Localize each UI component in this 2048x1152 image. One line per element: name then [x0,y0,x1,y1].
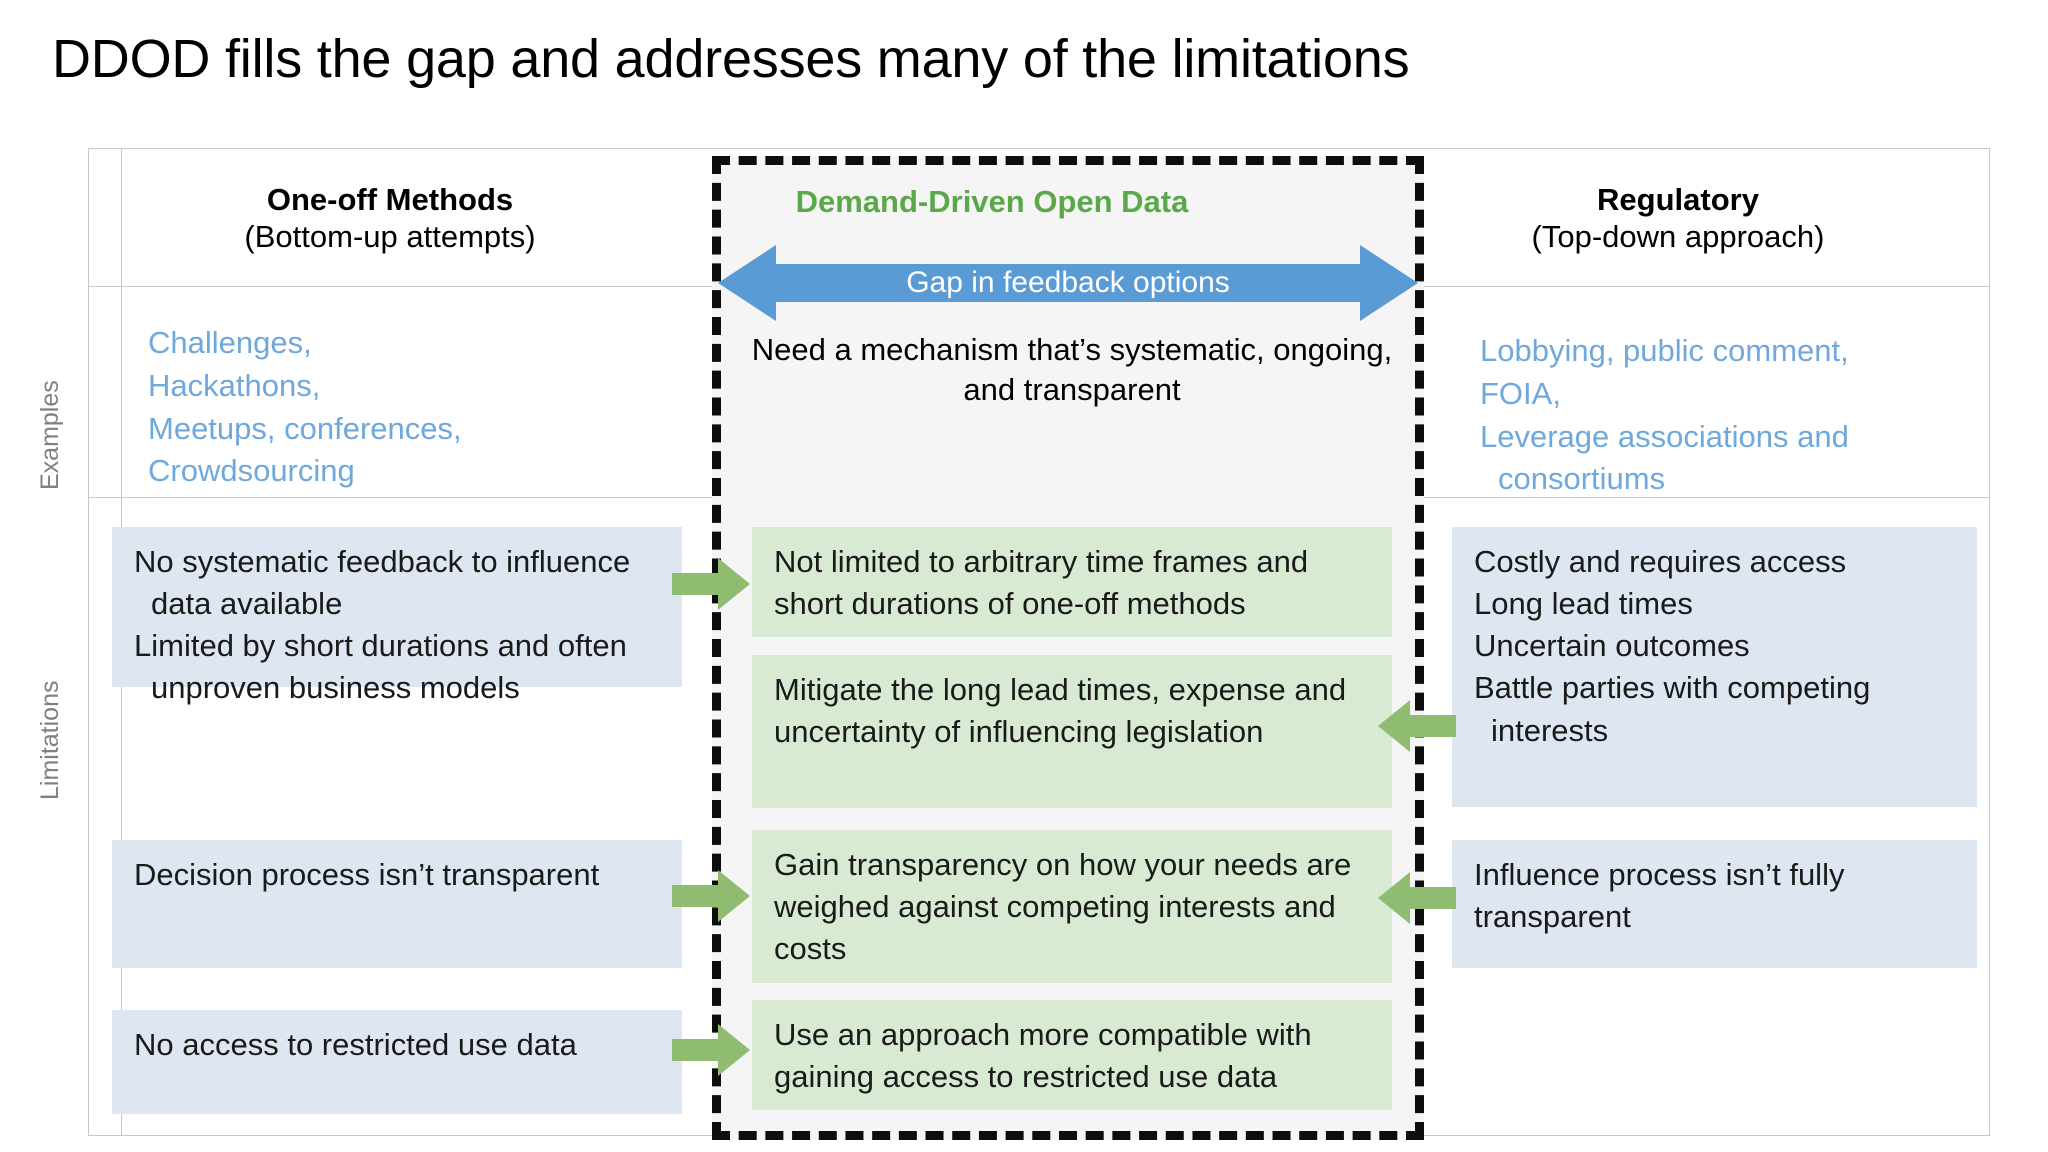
list-item: Long lead times [1474,586,1693,622]
list-item: Uncertain outcomes [1474,628,1750,664]
list-item: Challenges, [148,325,312,360]
page-title: DDOD fills the gap and addresses many of… [52,29,1410,89]
list-item: No systematic feedback to influence data… [134,544,631,622]
right-arrow-icon [672,1024,750,1076]
column-subtitle-one-off: (Bottom-up attempts) [244,218,536,254]
limitation-box-left-1: No systematic feedback to influence data… [112,527,682,705]
connector-arrow-left-3 [672,1024,750,1076]
connector-arrow-left-2 [672,870,750,922]
left-arrow-icon [1378,872,1456,924]
list-item: Costly and requires access [1474,544,1847,579]
connector-arrow-right-1 [1378,700,1456,752]
ddod-benefit-box-4: Use an approach more compatible with gai… [752,1000,1392,1110]
list-item: Crowdsourcing [148,453,355,489]
column-header-ddod: Demand-Driven Open Data [712,184,1272,221]
limitation-box-left-2: Decision process isn’t transparent [112,840,682,968]
ddod-caption: Need a mechanism that’s systematic, ongo… [751,332,1393,408]
column-title-ddod: Demand-Driven Open Data [795,184,1189,219]
connector-arrow-right-2 [1378,872,1456,924]
row-label-examples: Examples [36,380,64,490]
limitation-box-right-1: Costly and requires access Long lead tim… [1452,527,1977,807]
list-item: Meetups, conferences, [148,410,462,446]
double-headed-arrow-icon [718,245,1418,321]
right-arrow-icon [672,558,750,610]
gap-arrow: Gap in feedback options [718,245,1418,321]
limitation-box-left-3: No access to restricted use data [112,1010,682,1114]
column-title-regulatory: Regulatory [1597,182,1759,217]
column-subtitle-regulatory: (Top-down approach) [1531,218,1825,254]
examples-list-one-off: Challenges, Hackathons, Meetups, confere… [148,322,668,493]
list-item: Leverage associations and consortiums [1480,418,1849,497]
gap-arrow-label: Gap in feedback options [906,266,1230,299]
list-item: Limited by short durations and often unp… [134,628,627,706]
column-header-one-off: One-off Methods (Bottom-up attempts) [110,182,670,255]
list-item: Lobbying, public comment, [1480,333,1849,368]
ddod-benefit-box-3: Gain transparency on how your needs are … [752,830,1392,983]
examples-list-regulatory: Lobbying, public comment, FOIA, Leverage… [1480,330,1950,501]
list-item: Hackathons, [148,367,321,403]
ddod-benefit-box-2: Mitigate the long lead times, expense an… [752,655,1392,808]
list-item: Battle parties with competing interests [1474,670,1871,748]
right-arrow-icon [672,870,750,922]
left-arrow-icon [1378,700,1456,752]
limitation-box-right-2: Influence process isn’t fully transparen… [1452,840,1977,968]
ddod-benefit-box-1: Not limited to arbitrary time frames and… [752,527,1392,637]
list-item: FOIA, [1480,375,1561,411]
column-title-one-off: One-off Methods [266,182,514,217]
connector-arrow-left-1 [672,558,750,610]
row-label-limitations: Limitations [36,680,64,801]
column-header-regulatory: Regulatory (Top-down approach) [1398,182,1958,255]
